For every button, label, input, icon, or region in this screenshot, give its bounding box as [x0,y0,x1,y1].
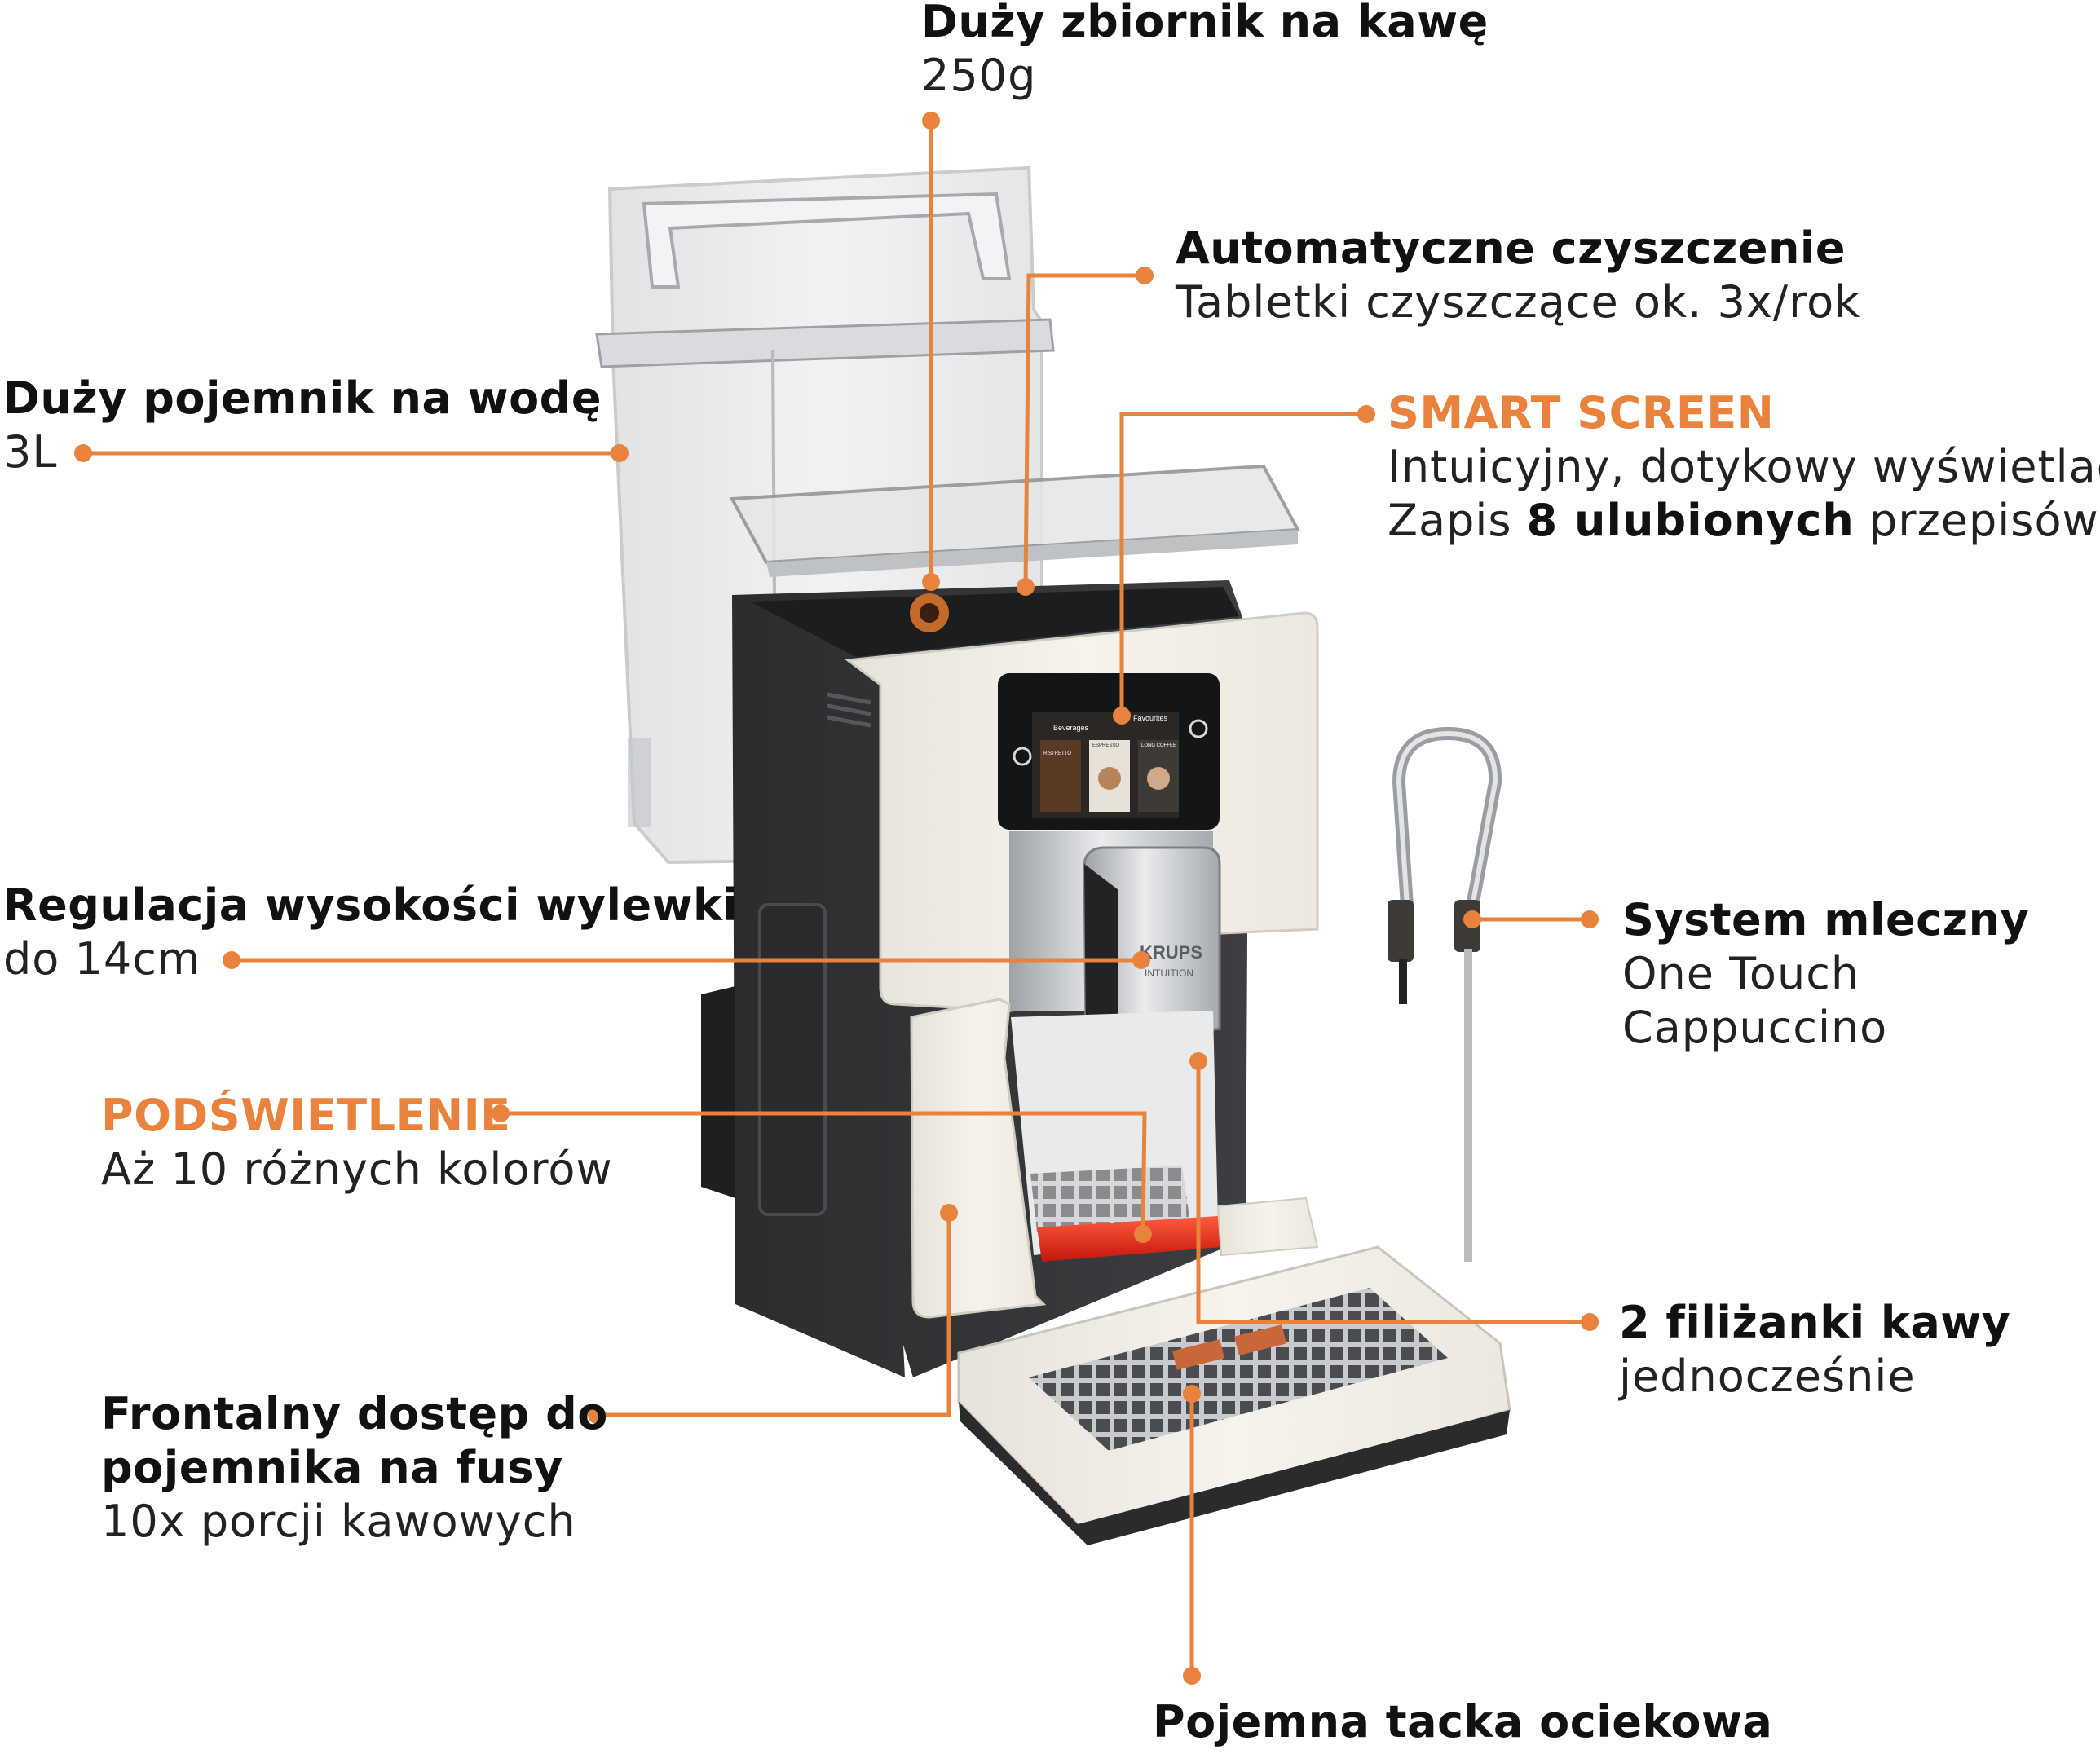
callout-spout-height-sub: do 14cm [3,933,201,985]
callout-auto-clean: Automatyczne czyszczenie Tabletki czyszc… [1176,222,1860,329]
leader-lines [83,121,1590,1676]
callout-spout-height: Regulacja wysokości wylewki do 14cm [3,879,738,986]
callout-smart-screen-sub2-bold: 8 ulubionych [1526,495,1855,546]
dot-auto-clean-label [1136,267,1154,284]
callout-coffee-tank-sub: 250g [921,50,1037,101]
callout-milk-system-sub2: Cappuccino [1622,1002,1888,1053]
dot-grounds-label [588,1406,606,1424]
dot-smart-screen [1113,707,1131,725]
spout-model-logo: INTUITION [1145,967,1193,979]
callout-grounds-access-title2: pojemnika na fusy [101,1442,563,1493]
callout-spout-height-title: Regulacja wysokości wylewki [3,879,739,931]
callout-lighting-title: PODŚWIETLENIE [101,1090,511,1141]
callout-two-cups-title: 2 filiżanki kawy [1619,1297,2011,1348]
screen-tile-3: LONG COFFEE [1141,743,1176,748]
callout-coffee-tank: Duży zbiornik na kawę 250g [921,0,1489,103]
callout-lighting-sub: Aż 10 różnych kolorów [101,1144,613,1195]
screen-tile-1: RISTRETTO [1043,751,1071,756]
bean-container-lid [729,464,1301,577]
callout-smart-screen-title: SMART SCREEN [1388,387,1775,438]
dot-water-tank [611,444,629,462]
callout-milk-system: System mleczny One Touch Cappuccino [1622,893,2029,1055]
callout-smart-screen-sub2: Zapis 8 ulubionych przepisów [1388,494,2100,548]
callout-lighting: PODŚWIETLENIE Aż 10 różnych kolorów [101,1089,613,1197]
milk-system-tube [1388,726,1502,1262]
dot-drip-tray [1183,1385,1201,1403]
callout-water-tank: Duży pojemnik na wodę 3L [3,372,602,479]
screen-header-right: Favourites [1133,714,1168,722]
callout-coffee-tank-title: Duży zbiornik na kawę [921,0,1489,47]
dot-smart-screen-label [1357,405,1375,423]
dot-lighting-label [492,1104,510,1122]
leader-dots [74,112,1599,1685]
dot-spout-label [223,951,240,969]
callout-drip-tray-title: Pojemna tacka ociekowa [1153,1696,1773,1747]
callout-grounds-access-sub: 10x porcji kawowych [101,1496,576,1547]
callout-smart-screen: SMART SCREEN Intuicyjny, dotykowy wyświe… [1388,386,2100,548]
dot-milk [1463,910,1481,928]
dot-two-cups [1189,1052,1207,1070]
callout-milk-system-sub1: One Touch [1622,948,1860,999]
dot-water-tank-label [74,444,92,462]
screen-header-left: Beverages [1053,724,1089,732]
dot-lighting [1134,1225,1152,1243]
dot-coffee-tank [922,573,940,591]
callout-grounds-access: Frontalny dostęp do pojemnika na fusy 10… [101,1387,608,1549]
callout-two-cups: 2 filiżanki kawy jednocześnie [1619,1296,2010,1404]
dot-spout [1132,951,1150,969]
callout-smart-screen-sub2-post: przepisów [1854,495,2099,546]
dot-milk-label [1581,910,1599,928]
dot-grounds [940,1204,958,1222]
callout-water-tank-sub: 3L [3,426,58,478]
callout-smart-screen-sub1: Intuicyjny, dotykowy wyświetlacz [1388,441,2100,492]
callout-grounds-access-title1: Frontalny dostęp do [101,1388,608,1439]
callout-auto-clean-title: Automatyczne czyszczenie [1176,223,1846,274]
callout-water-tank-title: Duży pojemnik na wodę [3,372,602,424]
dot-auto-clean [1017,578,1035,596]
callout-smart-screen-sub2-pre: Zapis [1388,495,1527,546]
touch-screen: Beverages Favourites RISTRETTO ESPRESSO … [998,673,1220,830]
drip-tray [957,1245,1511,1545]
callout-auto-clean-sub: Tabletki czyszczące ok. 3x/rok [1176,276,1861,328]
callout-milk-system-title: System mleczny [1622,894,2030,945]
callout-two-cups-sub: jednocześnie [1619,1351,1916,1402]
callout-drip-tray: Pojemna tacka ociekowa [1153,1695,1772,1749]
screen-tile-2: ESPRESSO [1092,743,1119,748]
dot-coffee-tank-top [922,112,940,130]
dot-drip-tray-label [1183,1667,1201,1685]
dot-two-cups-label [1581,1313,1599,1331]
